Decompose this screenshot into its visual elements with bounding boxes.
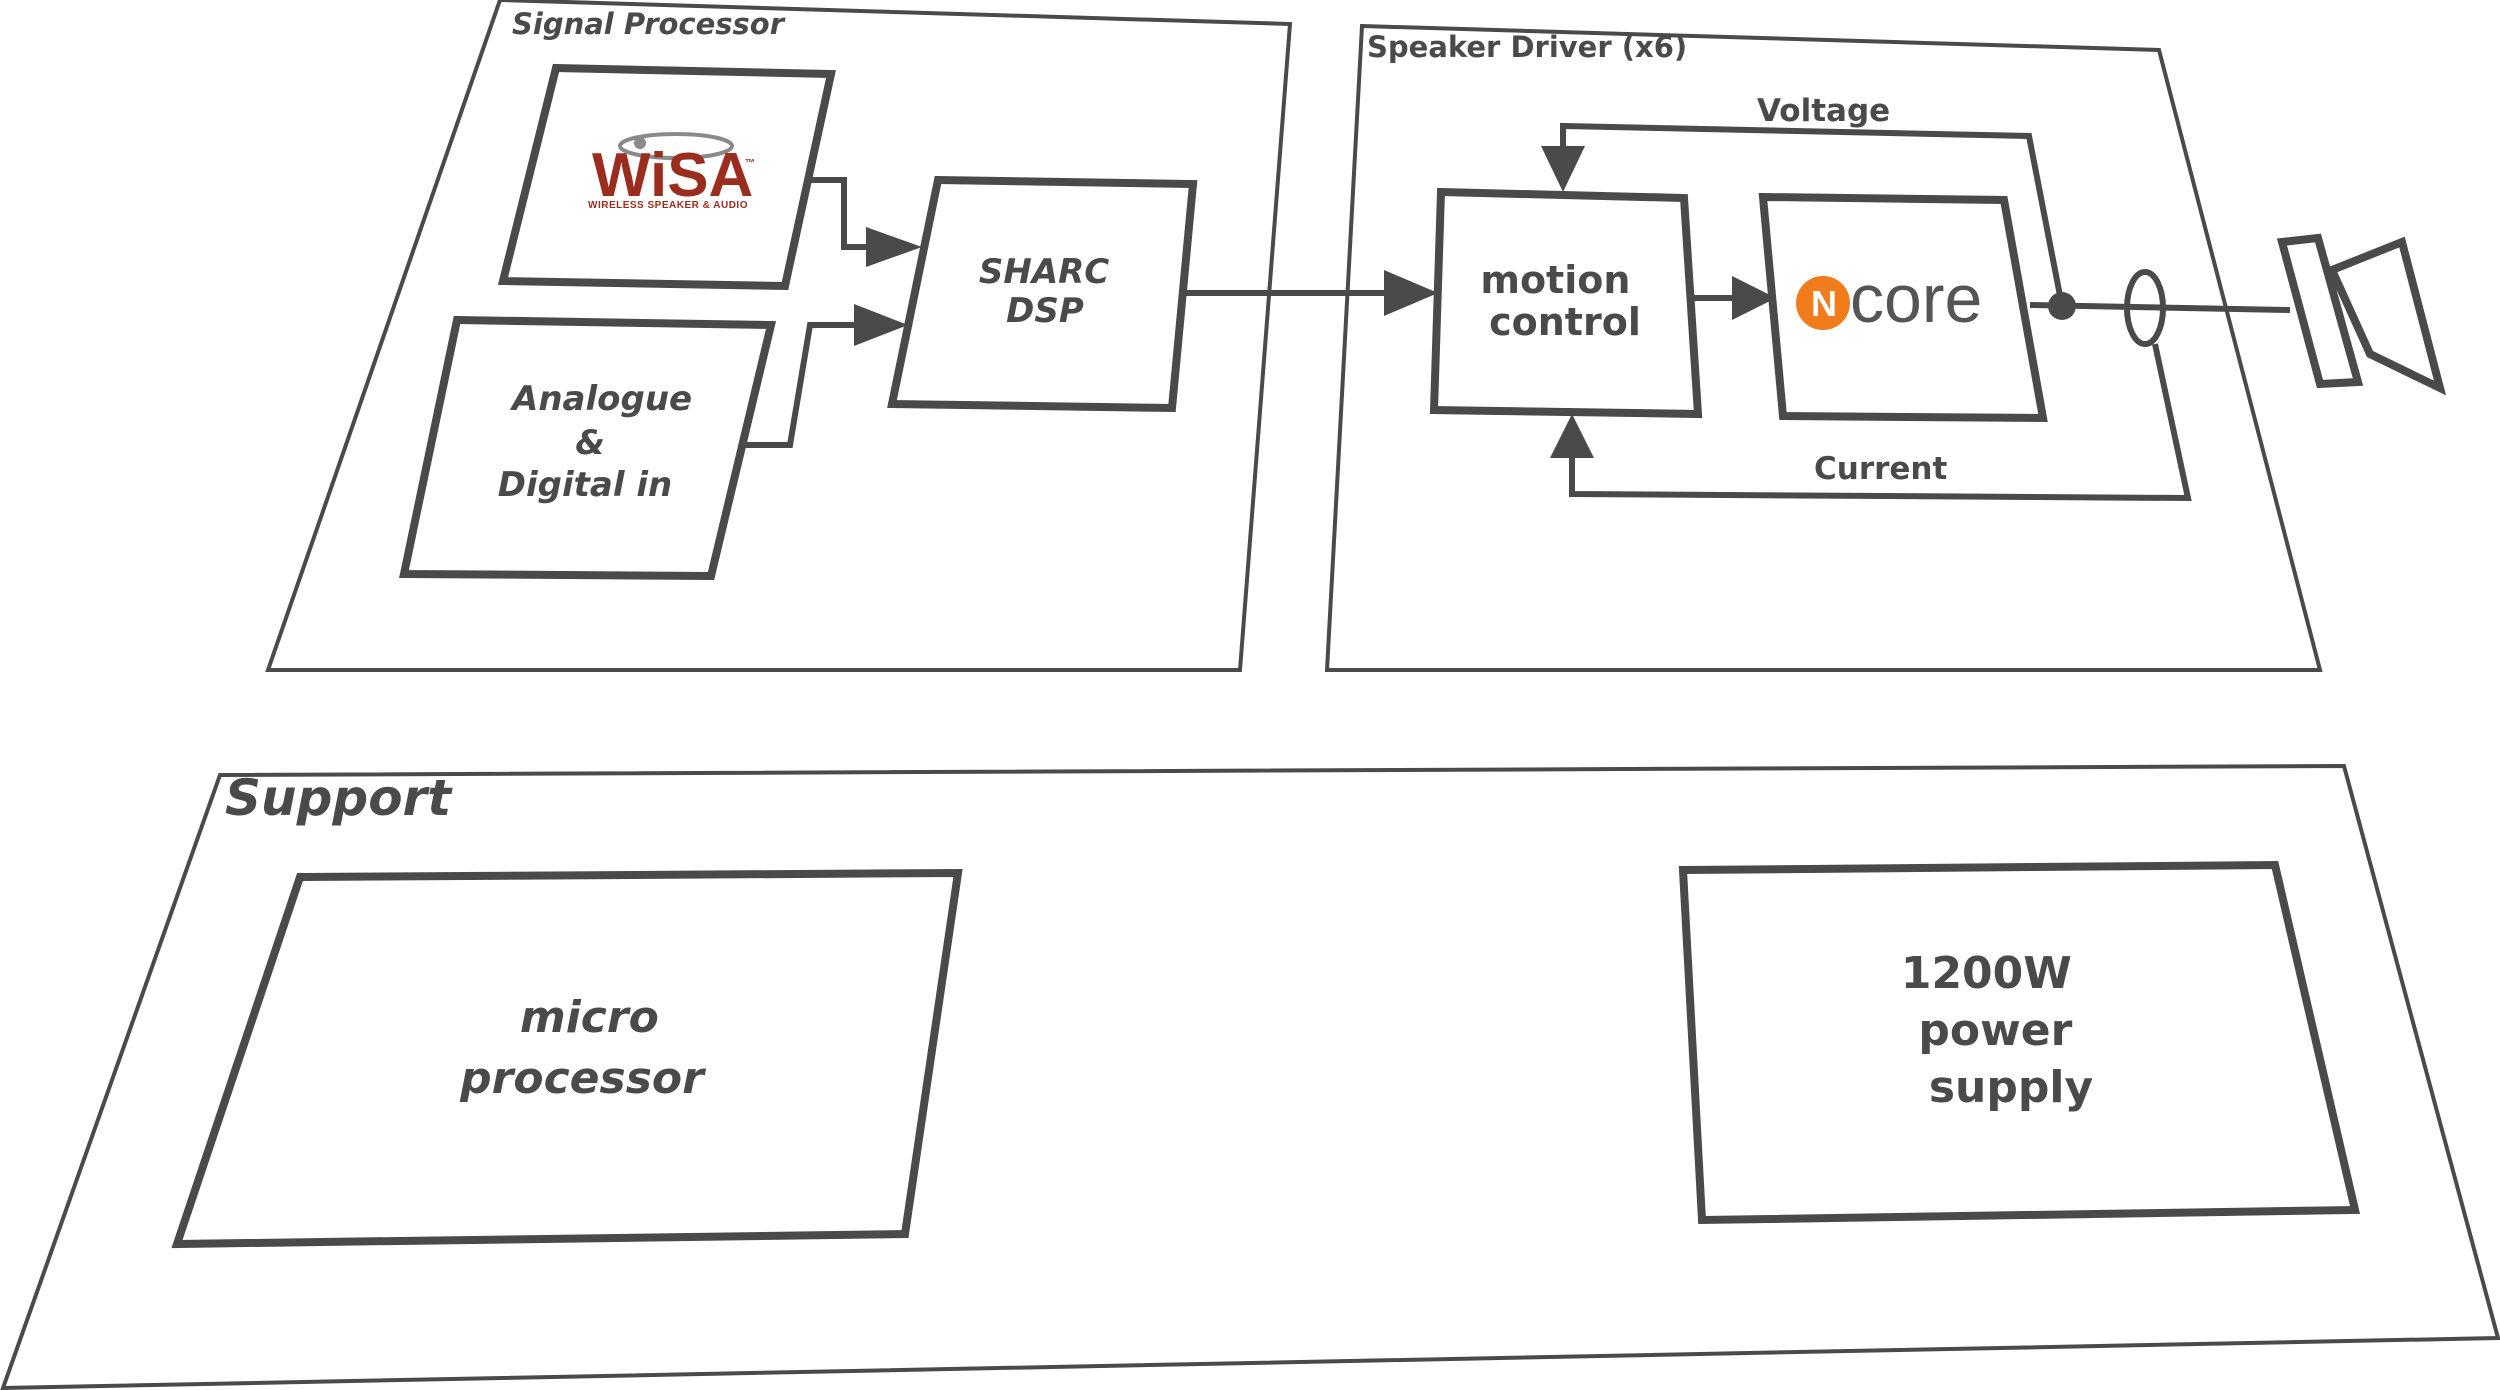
power-supply-label: 1200W power supply bbox=[1901, 948, 2093, 1113]
ncore-logo-text: core bbox=[1850, 261, 1982, 337]
speaker-driver-frame bbox=[1324, 23, 2323, 672]
wisa-trademark: ™ bbox=[745, 158, 756, 169]
microprocessor-block-frame bbox=[171, 868, 963, 1249]
speaker-driver-section: Speaker Driver (x6) motion control N cor… bbox=[1324, 23, 2447, 672]
analogue-to-dsp-arrow-icon bbox=[854, 304, 908, 346]
current-feedback-loop bbox=[1569, 343, 2192, 502]
analogue-to-dsp-connector bbox=[740, 322, 860, 448]
ncore-badge-letter: N bbox=[1811, 283, 1837, 324]
ncore-block-frame bbox=[1758, 192, 2048, 423]
motion-to-ncore-arrow-icon bbox=[1732, 276, 1776, 320]
wisa-logo: WiSA ™ WIRELESS SPEAKER & AUDIO bbox=[588, 132, 756, 211]
microprocessor-label: micro processor bbox=[459, 992, 706, 1104]
signal-processor-title: Signal Processor bbox=[512, 7, 786, 41]
power-supply-block: 1200W power supply bbox=[1678, 860, 2361, 1225]
wisa-logo-text: WiSA bbox=[592, 141, 753, 210]
wisa-to-dsp-arrow-icon bbox=[866, 227, 922, 267]
support-frame bbox=[0, 763, 2500, 1390]
sharc-dsp-block: SHARC DSP bbox=[887, 175, 1198, 413]
sharc-dsp-block-frame bbox=[887, 175, 1198, 413]
loudspeaker-magnet bbox=[2276, 233, 2364, 389]
voltage-label: Voltage bbox=[1757, 93, 1890, 129]
motion-control-label: motion control bbox=[1480, 258, 1643, 344]
wisa-block: WiSA ™ WIRELESS SPEAKER & AUDIO bbox=[497, 63, 836, 291]
dsp-to-motion-control-arrow-icon bbox=[1384, 270, 1438, 316]
signal-processor-section: Signal Processor WiSA ™ WIRELESS SPEAKER… bbox=[265, 0, 1293, 672]
motion-control-block: motion control bbox=[1429, 187, 1703, 419]
loudspeaker-cone bbox=[2326, 236, 2447, 396]
voltage-feedback-arrow-icon bbox=[1541, 146, 1585, 192]
analogue-digital-label: Analogue & Digital in bbox=[498, 379, 704, 505]
wisa-to-dsp-connector bbox=[808, 177, 880, 250]
current-sensor-icon bbox=[2124, 269, 2166, 347]
ncore-block: N core bbox=[1758, 192, 2048, 423]
voltage-feedback-loop bbox=[1560, 122, 2065, 307]
support-section: Support micro processor 1200W power supp… bbox=[0, 763, 2500, 1390]
speaker-driver-title: Speaker Driver (x6) bbox=[1367, 30, 1687, 64]
analogue-digital-block-frame bbox=[399, 315, 777, 581]
wisa-block-frame bbox=[497, 63, 836, 291]
signal-processor-frame bbox=[265, 0, 1293, 672]
ncore-logo: N core bbox=[1796, 261, 1982, 337]
sharc-dsp-label: SHARC DSP bbox=[979, 252, 1121, 331]
ncore-badge-icon bbox=[1796, 276, 1850, 330]
microprocessor-block: micro processor bbox=[171, 868, 963, 1249]
wisa-tagline: WIRELESS SPEAKER & AUDIO bbox=[588, 200, 748, 211]
wisa-dot-icon bbox=[634, 137, 646, 149]
current-feedback-arrow-icon bbox=[1550, 414, 1594, 458]
analogue-digital-block: Analogue & Digital in bbox=[399, 315, 777, 581]
wisa-swoosh-icon bbox=[618, 132, 734, 160]
support-title: Support bbox=[225, 769, 453, 827]
loudspeaker-icon bbox=[2276, 233, 2447, 396]
current-label: Current bbox=[1814, 451, 1947, 487]
power-supply-block-frame bbox=[1678, 860, 2361, 1225]
motion-control-block-frame bbox=[1429, 187, 1703, 419]
